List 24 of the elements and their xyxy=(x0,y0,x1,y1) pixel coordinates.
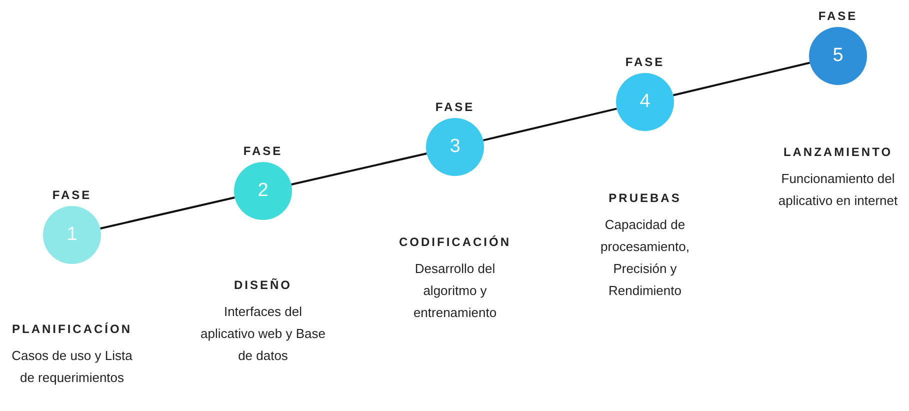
phase-label: FASE xyxy=(625,55,665,69)
connector-line xyxy=(291,152,427,186)
phase-label: FASE xyxy=(52,188,92,202)
phase-circle: 3 xyxy=(426,118,484,176)
phase-description: Desarrollo del algoritmo y entrenamiento xyxy=(412,260,498,322)
phase-circle: 5 xyxy=(809,27,867,85)
phase-title: PRUEBAS xyxy=(608,191,682,205)
phase-title: LANZAMIENTO xyxy=(783,145,893,159)
connector-line xyxy=(100,196,235,230)
phase-description: Capacidad de procesamiento, Precisión y Rendimiento xyxy=(600,216,690,300)
phase-title: CODIFICACIÓN xyxy=(399,235,511,249)
phase-circle: 2 xyxy=(234,162,292,220)
phase-label: FASE xyxy=(435,100,475,114)
phase-description: Interfaces del aplicativo web y Base de datos xyxy=(199,303,326,365)
phase-circle: 4 xyxy=(616,73,674,131)
connector-line xyxy=(483,108,617,142)
phase-description: Funcionamiento del aplicativo en internet xyxy=(777,170,899,210)
phase-title: DISEÑO xyxy=(234,278,292,292)
phase-title: PLANIFICACÍON xyxy=(12,322,132,336)
phase-circle: 1 xyxy=(43,206,101,264)
connector-line xyxy=(672,62,810,96)
phase-description: Casos de uso y Lista de requerimientos xyxy=(10,347,134,387)
phase-label: FASE xyxy=(243,144,283,158)
phase-label: FASE xyxy=(818,9,858,23)
